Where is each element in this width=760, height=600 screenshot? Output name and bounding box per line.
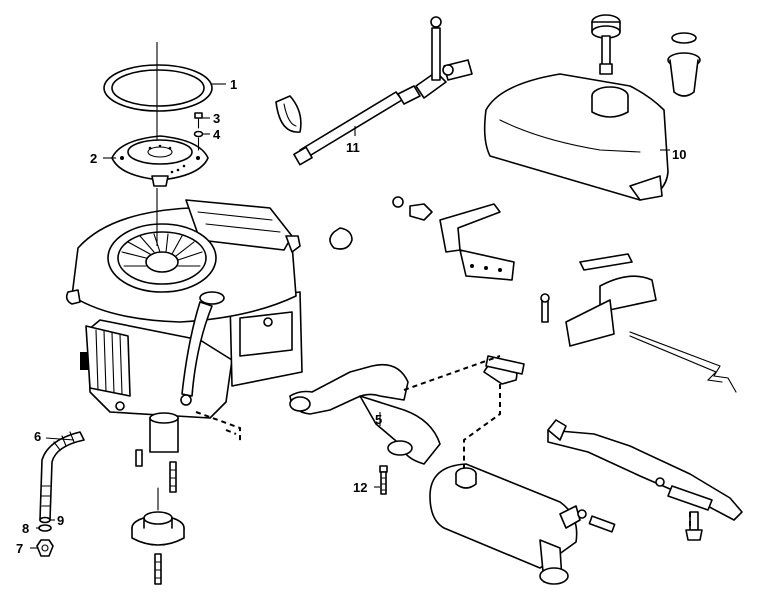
fuel-tank-part-10 [483, 73, 669, 201]
screw-part-12 [379, 465, 388, 495]
throttle-bracket-part [540, 253, 737, 393]
callout-7: 7 [16, 541, 23, 556]
washer-part-9 [39, 516, 51, 524]
callout-8: 8 [22, 521, 29, 536]
callout-1: 1 [230, 77, 237, 92]
spring-clip-part [329, 227, 353, 250]
engine-block-part [65, 199, 303, 453]
callout-11: 11 [346, 140, 360, 155]
pin-parts [135, 449, 177, 493]
screw-part-3 [194, 112, 203, 129]
tank-bracket-part [392, 196, 515, 281]
seal-ring-part [103, 64, 213, 112]
assembly-dashed-lines [195, 355, 691, 528]
exhaust-clamp-part [483, 355, 525, 385]
exhaust-pipe-part-5 [289, 363, 441, 465]
fuel-cap-part [591, 14, 621, 75]
callout-3: 3 [213, 111, 220, 126]
callout-2: 2 [90, 151, 97, 166]
pulley-part [131, 487, 185, 585]
callout-10: 10 [672, 147, 686, 162]
callout-5: 5 [375, 412, 382, 427]
drain-hose-part-6 [39, 431, 85, 521]
nut-part-7 [36, 539, 54, 557]
fuel-hose-part-11 [293, 16, 473, 166]
callouts: 1 2 3 4 5 6 7 8 9 10 11 12 [16, 77, 686, 556]
washer-part-8 [38, 524, 52, 532]
washer-part-4 [193, 130, 204, 151]
hose-clip-part [275, 95, 302, 133]
filter-basket-part [667, 32, 701, 97]
support-bar-part [547, 419, 743, 541]
callout-12: 12 [353, 480, 367, 495]
air-filter-cover-part [111, 135, 209, 187]
leader-lines [30, 42, 670, 549]
muffler-part [429, 463, 616, 585]
callout-9: 9 [57, 513, 64, 528]
callout-6: 6 [34, 429, 41, 444]
callout-4: 4 [213, 127, 221, 142]
